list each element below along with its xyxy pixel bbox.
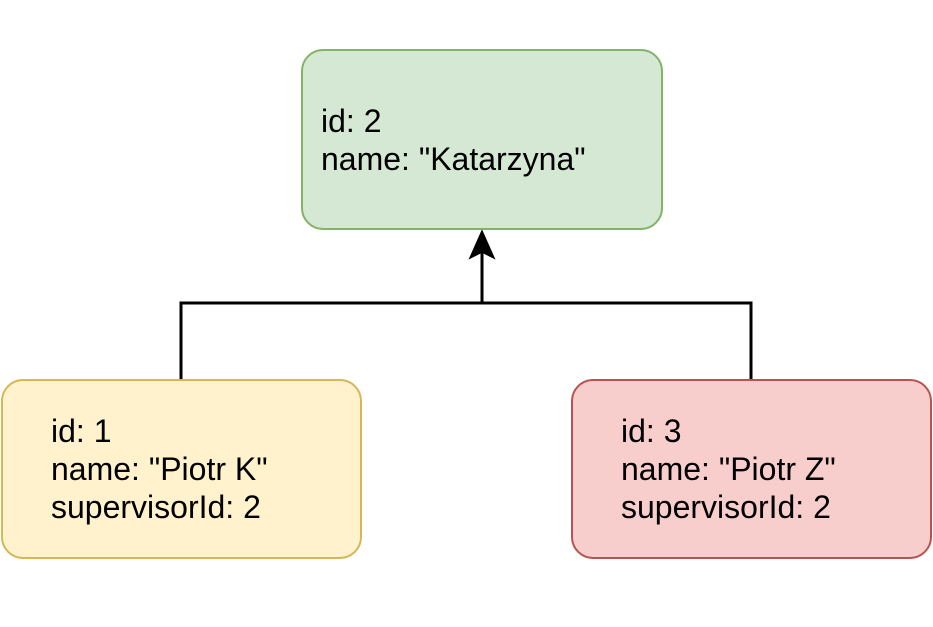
arrowhead-up-icon bbox=[468, 229, 496, 260]
supervisor-name: name: "Katarzyna" bbox=[321, 140, 586, 177]
employee-right-supervisor-id: supervisorId: 2 bbox=[621, 489, 831, 525]
connector-left-to-supervisor bbox=[179, 250, 484, 379]
employee-node-left: id: 1 name: "Piotr K" supervisorId: 2 bbox=[1, 379, 362, 559]
supervisor-node: id: 2 name: "Katarzyna" bbox=[301, 49, 663, 230]
employee-node-right: id: 3 name: "Piotr Z" supervisorId: 2 bbox=[571, 379, 932, 559]
employee-left-id: id: 1 bbox=[51, 413, 112, 449]
employee-right-id: id: 3 bbox=[621, 413, 682, 449]
employee-right-name: name: "Piotr Z" bbox=[621, 451, 836, 487]
employee-left-name: name: "Piotr K" bbox=[51, 451, 268, 487]
supervisor-id: id: 2 bbox=[321, 102, 382, 139]
connector-right-to-supervisor bbox=[482, 301, 753, 379]
employee-left-supervisor-id: supervisorId: 2 bbox=[51, 489, 261, 525]
